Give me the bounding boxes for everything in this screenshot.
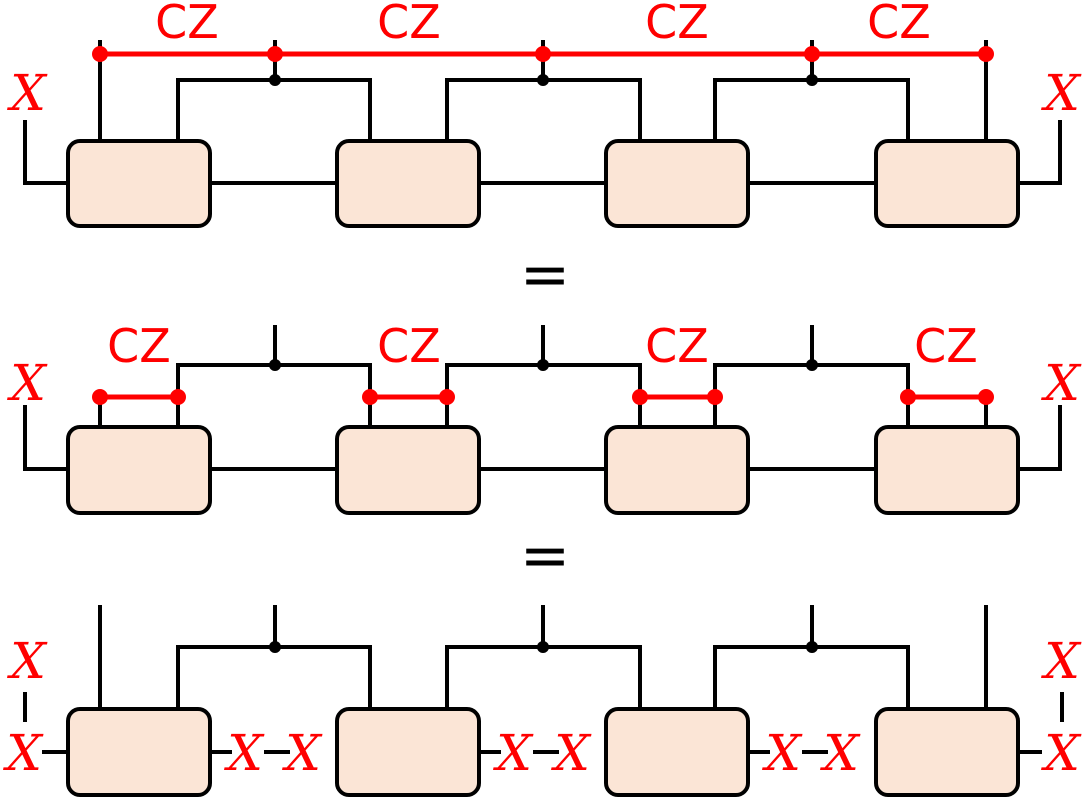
x-operator-label: X — [6, 632, 48, 690]
equals-sign: = — [520, 240, 570, 310]
junction-dot — [537, 641, 549, 653]
cz-dot — [978, 389, 994, 405]
junction-dot — [806, 641, 818, 653]
tensor-box — [874, 139, 1020, 228]
x-operator-label: X — [6, 64, 48, 122]
cz-dot — [170, 389, 186, 405]
cz-label: CZ — [377, 0, 441, 49]
cz-dot — [804, 46, 820, 62]
junction-dot — [269, 641, 281, 653]
cz-dot — [267, 46, 283, 62]
cz-dot — [632, 389, 648, 405]
cz-label: CZ — [914, 319, 978, 373]
equals-sign: = — [520, 521, 570, 591]
cz-dot — [362, 389, 378, 405]
x-operator-label: X — [1040, 632, 1082, 690]
junction-dot — [806, 74, 818, 86]
x-operator-label: X — [281, 724, 323, 782]
row-1: CZ CZ CZ CZ X X — [6, 0, 1082, 228]
cz-label: CZ — [645, 319, 709, 373]
tensor-box — [66, 707, 212, 797]
cz-dot — [978, 46, 994, 62]
row-3: X X X X X X X X X X — [2, 605, 1082, 797]
row-2: CZ CZ CZ CZ X X — [6, 319, 1082, 515]
tensor-box — [335, 139, 481, 228]
x-operator-label: X — [1040, 64, 1082, 122]
physical-legs — [98, 325, 988, 427]
tensor-box — [604, 707, 750, 797]
tensor-box — [604, 139, 750, 228]
bond-line — [23, 405, 1062, 471]
tensor-box — [66, 139, 212, 228]
cz-label: CZ — [107, 319, 171, 373]
tensor-box — [66, 425, 212, 515]
x-operator-label: X — [2, 724, 44, 782]
tensor-box — [874, 707, 1020, 797]
tensor-box — [335, 425, 481, 515]
x-operator-label: X — [550, 724, 592, 782]
tensor-box — [874, 425, 1020, 515]
tensor-box — [335, 707, 481, 797]
cz-dot — [900, 389, 916, 405]
cz-dot — [92, 389, 108, 405]
cz-label: CZ — [645, 0, 709, 49]
tensor-box — [604, 425, 750, 515]
x-operator-label: X — [6, 354, 48, 412]
cz-label: CZ — [377, 319, 441, 373]
cz-label: CZ — [155, 0, 219, 49]
junction-dot — [537, 74, 549, 86]
x-operator-label: X — [1040, 354, 1082, 412]
junction-dot — [537, 359, 549, 371]
x-operator-label: X — [761, 724, 803, 782]
cz-dot — [707, 389, 723, 405]
cz-label: CZ — [867, 0, 931, 49]
x-operator-label: X — [819, 724, 861, 782]
junction-dot — [269, 74, 281, 86]
cz-dot — [535, 46, 551, 62]
x-operator-label: X — [492, 724, 534, 782]
x-operator-label: X — [223, 724, 265, 782]
junction-dot — [806, 359, 818, 371]
cz-dot — [439, 389, 455, 405]
bond-line — [23, 120, 1062, 185]
x-operator-label: X — [1040, 724, 1082, 782]
junction-dot — [269, 359, 281, 371]
physical-legs — [98, 605, 988, 708]
cz-dot — [92, 46, 108, 62]
